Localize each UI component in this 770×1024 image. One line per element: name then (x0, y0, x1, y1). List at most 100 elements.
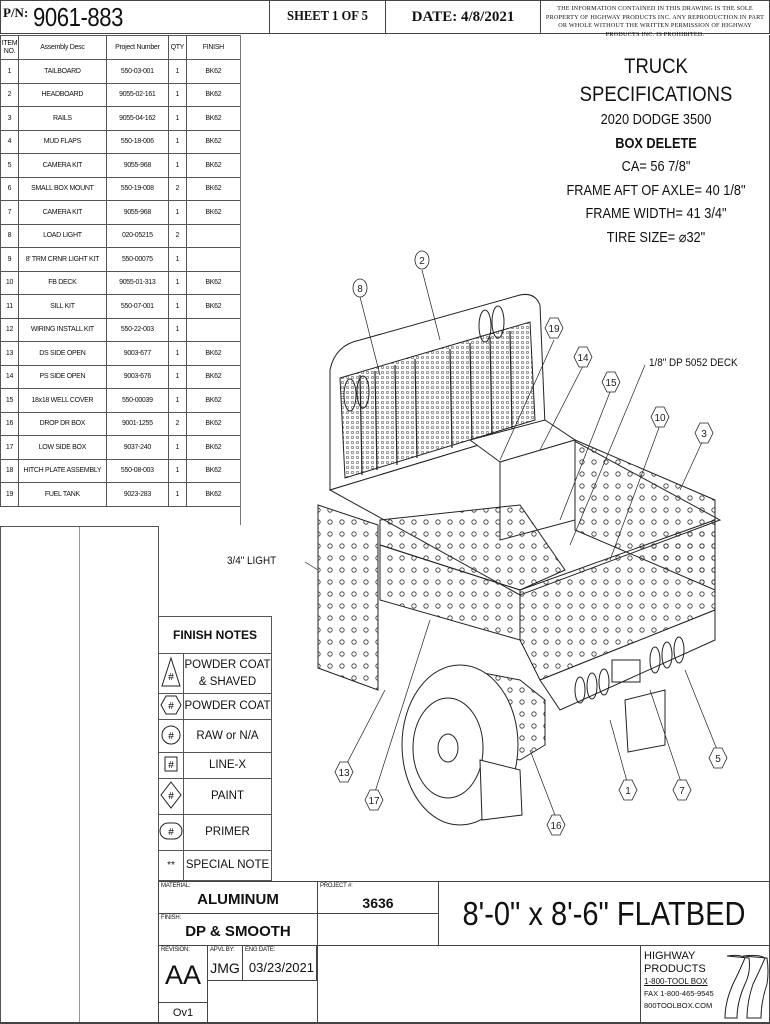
svg-text:#: # (168, 672, 174, 683)
bom-cell-qty: 1 (167, 294, 187, 319)
specs-frame-aft: FRAME AFT OF AXLE= 40 1/8" (566, 182, 746, 199)
company-line2: PRODUCTS (644, 963, 706, 975)
bom-cell-assembly-desc: DS SIDE OPEN (17, 341, 107, 366)
drawing-date: DATE: 4/8/2021 (411, 9, 515, 25)
bom-cell-assembly-desc: MUD FLAPS (17, 129, 107, 154)
low-side-box (379, 504, 566, 591)
finish-note-text: POWDER COAT (183, 693, 272, 720)
bom-cell-project-number: 9037-240 (105, 435, 169, 460)
bom-cell-project-number: 9001-1255 (105, 411, 169, 436)
bom-cell-finish (185, 317, 242, 342)
bom-cell-project-number: 550-08-003 (105, 458, 169, 483)
bom-cell-finish: BK62 (185, 59, 242, 84)
company-logo-cell: HIGHWAY PRODUCTS 1-800-TOOL BOX FAX 1-80… (640, 945, 770, 1024)
item-balloon-1: 1 (618, 779, 638, 801)
bom-cell-project-number: 9055-968 (105, 153, 169, 178)
material-label: MATERIAL: (161, 883, 191, 889)
finish-note-text: LINE-X (183, 752, 272, 779)
item-balloon-17: 17 (364, 789, 384, 811)
item-balloon-10: 10 (650, 406, 670, 428)
col-item-no: ITEM NO. (0, 35, 19, 60)
bom-cell-assembly-desc: WIRING INSTALL KIT (17, 317, 107, 342)
bom-cell-item-no: 6 (0, 176, 19, 201)
bom-cell-finish (185, 247, 242, 272)
bom-cell-item-no: 8 (0, 223, 19, 248)
finish-note-row: #PRIMER (158, 814, 272, 851)
item-balloon-2: 2 (414, 250, 430, 270)
finish-notes-title: FINISH NOTES (158, 616, 272, 654)
item-balloon-number: 15 (605, 378, 617, 389)
bom-cell-assembly-desc: 8' TRM CRNR LIGHT KIT (17, 247, 107, 272)
revision-label: REVISION: (161, 947, 190, 953)
part-number-cell: P/N: 9061-883 (0, 0, 270, 34)
item-balloon-13: 13 (334, 761, 354, 783)
revision-cell: REVISION: AA (158, 945, 208, 1003)
finish-note-text: RAW or N/A (183, 719, 272, 753)
svg-text:#: # (168, 760, 174, 771)
bom-cell-project-number: 550-22-003 (105, 317, 169, 342)
finish-note-row: #POWDER COAT (158, 693, 272, 720)
bom-cell-assembly-desc: SMALL BOX MOUNT (17, 176, 107, 201)
bom-cell-finish: BK62 (185, 270, 242, 295)
company-line1: HIGHWAY (644, 950, 696, 962)
bom-cell-item-no: 10 (0, 270, 19, 295)
finish-note-row: **SPECIAL NOTE (158, 850, 272, 881)
item-balloon-number: 5 (715, 754, 721, 765)
item-balloon-14: 14 (573, 346, 593, 368)
specs-tire-size: TIRE SIZE= ⌀32" (606, 229, 706, 246)
table-right-edge (240, 35, 241, 525)
bom-cell-project-number: 020-05215 (105, 223, 169, 248)
eng-date-label: ENG DATE: (245, 947, 276, 953)
specs-title: TRUCK SPECIFICATIONS (579, 55, 733, 106)
svg-text:#: # (168, 731, 174, 742)
finish-label: FINISH: (161, 915, 181, 921)
finish-symbol-square-icon: # (158, 752, 184, 779)
item-balloon-3: 3 (694, 422, 714, 444)
bom-cell-project-number: 9055-02-161 (105, 82, 169, 107)
bom-cell-assembly-desc: LOAD LIGHT (17, 223, 107, 248)
hpi-logo-plate (611, 659, 641, 683)
date-cell: DATE: 4/8/2021 (385, 0, 541, 34)
bom-cell-assembly-desc: SILL KIT (17, 294, 107, 319)
eng-date-value: 03/23/2021 (248, 960, 314, 975)
revision-sub-cell: Ov1 (158, 1002, 208, 1024)
headboard-bars (359, 330, 513, 476)
finish-notes-table: FINISH NOTES #POWDER COAT & SHAVED#POWDE… (158, 616, 272, 881)
revision-divider (79, 527, 80, 1023)
part-number-value: 9061-883 (33, 2, 124, 32)
bom-cell-project-number: 550-07-001 (105, 294, 169, 319)
bom-cell-project-number: 9003-677 (105, 341, 169, 366)
drawing-border-bottom (0, 1022, 770, 1024)
notice-cell: THE INFORMATION CONTAINED IN THIS DRAWIN… (540, 0, 770, 38)
finish-symbol-triangle-icon: # (158, 653, 184, 694)
item-balloon-number: 19 (548, 324, 560, 335)
bom-cell-qty: 1 (167, 482, 187, 507)
svg-text:#: # (168, 791, 174, 802)
finish-symbol-circle-icon: # (158, 719, 184, 753)
truck-specifications: TRUCK SPECIFICATIONS 2020 DODGE 3500 BOX… (548, 53, 764, 250)
bom-cell-qty: 1 (167, 317, 187, 342)
eng-date-cell: ENG DATE: 03/23/2021 (242, 945, 317, 981)
bom-cell-qty: 1 (167, 82, 187, 107)
approved-by-value: JMG (210, 960, 240, 976)
drawing-title-cell: 8'-0" x 8'-6" FLATBED (438, 881, 770, 946)
bom-cell-qty: 1 (167, 270, 187, 295)
item-balloon-16: 16 (546, 814, 566, 836)
bom-cell-project-number: 9055-968 (105, 200, 169, 225)
bom-cell-qty: 1 (167, 129, 187, 154)
bom-cell-project-number: 550-19-008 (105, 176, 169, 201)
bom-cell-qty: 1 (167, 247, 187, 272)
mud-flap (479, 759, 523, 821)
finish-note-row: #PAINT (158, 778, 272, 815)
bom-cell-item-no: 4 (0, 129, 19, 154)
